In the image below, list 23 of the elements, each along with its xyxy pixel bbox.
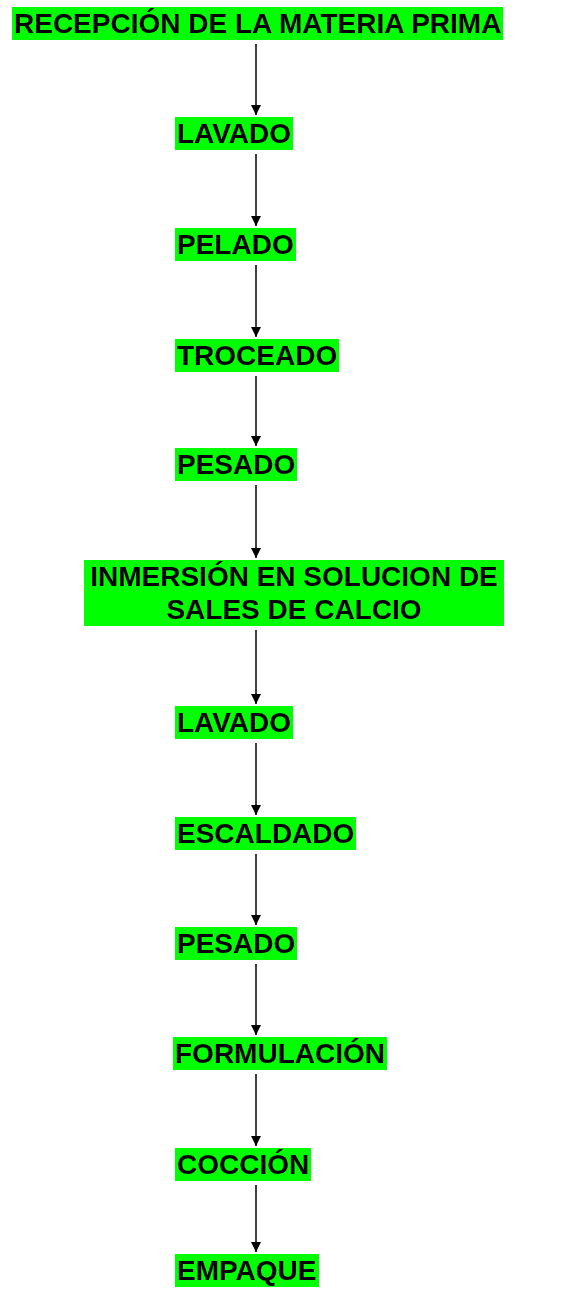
process-step: INMERSIÓN EN SOLUCION DE SALES DE CALCIO xyxy=(84,560,504,626)
arrow xyxy=(251,963,261,1036)
process-step: RECEPCIÓN DE LA MATERIA PRIMA xyxy=(12,7,504,40)
process-step: PELADO xyxy=(175,228,296,261)
process-step: TROCEADO xyxy=(175,339,340,372)
process-step: FORMULACIÓN xyxy=(173,1037,387,1070)
process-step: ESCALDADO xyxy=(175,817,357,850)
arrow xyxy=(251,742,261,816)
process-step: EMPAQUE xyxy=(175,1254,319,1287)
arrow xyxy=(251,629,261,705)
arrow xyxy=(251,1073,261,1147)
process-step: PESADO xyxy=(175,448,298,481)
arrow xyxy=(251,153,261,227)
arrow xyxy=(251,375,261,447)
process-step: LAVADO xyxy=(175,117,294,150)
arrow xyxy=(251,1184,261,1253)
process-step: LAVADO xyxy=(175,706,294,739)
arrow xyxy=(251,853,261,926)
process-step: COCCIÓN xyxy=(175,1148,312,1181)
arrow xyxy=(251,43,261,116)
process-step: PESADO xyxy=(175,927,298,960)
arrow xyxy=(251,484,261,559)
arrow xyxy=(251,264,261,338)
